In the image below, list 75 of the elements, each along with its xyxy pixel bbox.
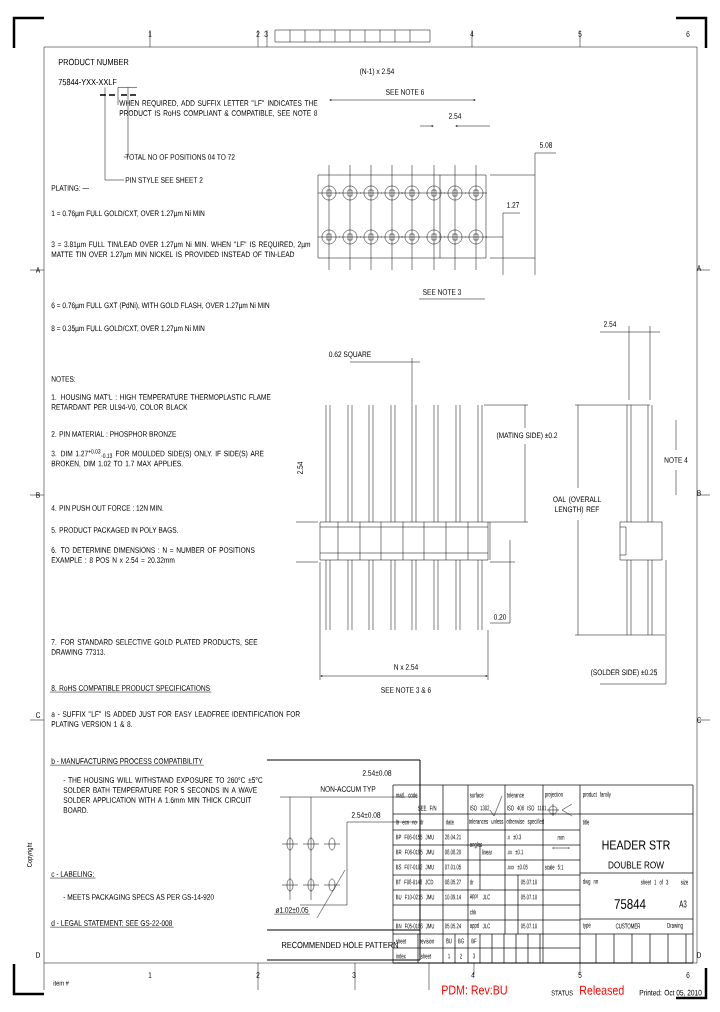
zone-marker: C bbox=[35, 712, 41, 718]
dimension-text: 2.54 bbox=[448, 113, 462, 119]
note-text: 4. PIN PUSH OUT FORCE : 12N MIN. bbox=[51, 505, 164, 511]
description-text: TOTAL NO OF POSITIONS 04 TO 72 bbox=[125, 154, 235, 160]
dimension-text: (N-1) x 2.54 bbox=[360, 68, 395, 76]
dimension-text: NON-ACCUM TYP bbox=[320, 786, 376, 792]
dimension-text: 5.08 bbox=[539, 142, 553, 148]
zone-marker: 4 bbox=[471, 972, 475, 978]
zone-marker: 6 bbox=[686, 31, 690, 37]
dimension-text: SEE NOTE 3 & 6 bbox=[381, 687, 431, 693]
zone-marker: 3 bbox=[352, 972, 356, 978]
title-block-text: A3 bbox=[679, 900, 687, 908]
part-number-text: 75844-YXX-XXLF bbox=[58, 78, 117, 86]
note-text: c - LABELING: bbox=[49, 871, 96, 879]
zone-marker: A bbox=[35, 267, 41, 273]
dimension-text: OAL (OVERALL LENGTH) REF bbox=[553, 496, 601, 514]
note-text: - MEETS PACKAGING SPECS AS PER GS-14-920 bbox=[63, 894, 214, 900]
zone-marker: 6 bbox=[686, 972, 690, 978]
zone-marker: 2 bbox=[256, 972, 260, 978]
zone-marker: 5 bbox=[578, 972, 582, 978]
dimension-text: SEE NOTE 6 bbox=[385, 89, 424, 95]
leader-line bbox=[117, 87, 138, 106]
status-text: PDM: Rev:BU bbox=[442, 985, 507, 995]
dimension-text: SEE NOTE 3 bbox=[422, 289, 461, 295]
note-text: a - SUFFIX "LF" IS ADDED JUST FOR EASY LEADFREE IDENTIFICATION FOR PLATING VERSION 1 & 8. bbox=[51, 711, 300, 727]
zone-marker: 4 bbox=[470, 31, 474, 37]
zone-marker: 5 bbox=[578, 31, 582, 37]
zone-marker: A bbox=[696, 265, 702, 271]
description-text: PIN STYLE SEE SHEET 2 bbox=[125, 177, 203, 183]
dimension-text: NOTE 4 bbox=[664, 457, 688, 463]
dimension-text: N x 2.54 bbox=[394, 664, 418, 670]
note-text: NOTES: bbox=[51, 376, 76, 382]
plating-text: 6 = 0.76µm FULL GXT (PdNi), WITH GOLD FLASH, OVER 1.27µm Ni MIN bbox=[51, 302, 270, 310]
title-text: HEADER STR bbox=[602, 840, 670, 850]
description-text: WHEN REQUIRED, ADD SUFFIX LETTER "LF" INDICATES THE PRODUCT IS RoHS COMPLIANT & COMPATIBLE, SEE NOTE 8 bbox=[119, 100, 318, 117]
zone-marker: 3 bbox=[264, 31, 268, 37]
plating-text: 3 = 3.81µm FULL TIN/LEAD OVER 1.27µm Ni MIN. WHEN "LF" IS REQUIRED, 2µm MATTE TIN OVER 1.27µm MIN NICKEL IS PROVIDED INSTEAD OF TIN-LEAD bbox=[51, 241, 311, 259]
plating-text: 8 = 0.35µm FULL GOLD/CXT, OVER 1.27µm Ni MIN bbox=[51, 325, 205, 333]
title-text: DOUBLE ROW bbox=[608, 861, 664, 869]
status-text: Released bbox=[580, 985, 624, 995]
dimension-text: 2.54 bbox=[297, 461, 303, 475]
note-text: - THE HOUSING WILL WITHSTAND EXPOSURE TO 260°C ±5°C SOLDER BATH TEMPERATURE FOR 5 SECONDS IN A WAVE SOLDER APPLICATION WITH A 1.6mm MIN THICK CIRCUIT BOARD. bbox=[63, 777, 263, 813]
plating-text: 1 = 0.76µm FULL GOLD/CXT, OVER 1.27µm Ni MIN bbox=[51, 210, 205, 218]
leader-line bbox=[104, 87, 125, 181]
heading-text: PRODUCT NUMBER bbox=[58, 58, 129, 66]
plating-text: PLATING: — bbox=[51, 185, 90, 191]
dimension-text: 1.27 bbox=[507, 202, 520, 208]
dimension-text: 2.54±0.08 bbox=[362, 770, 392, 776]
dimension-text: (MATING SIDE) ±0.2 bbox=[496, 432, 558, 440]
dimension-text: (SOLDER SIDE) ±0.25 bbox=[591, 669, 658, 677]
dimension-text: 2.54 bbox=[603, 321, 617, 327]
dimension-text: 0.20 bbox=[493, 614, 507, 620]
zone-marker: B bbox=[697, 490, 701, 496]
zone-marker: B bbox=[36, 492, 40, 498]
note-text: b - MANUFACTURING PROCESS COMPATIBILITY bbox=[49, 758, 205, 766]
zone-marker: D bbox=[36, 952, 41, 958]
note-text: 3. DIM 1.27$^{+0.03}$$_{-0.13}$ FOR MOULDED SIDE(S) ONLY. IF SIDE(S) ARE BROKEN, DIM 1.02 TO 1.7 MAX APPLIES. bbox=[51, 449, 264, 468]
note-text: 6. TO DETERMINE DIMENSIONS : N = NUMBER OF POSITIONS EXAMPLE : 8 POS N x 2.54 = 20.32mm bbox=[51, 547, 255, 563]
zone-marker: 1 bbox=[148, 31, 152, 37]
dimension-text: 0.62 SQUARE bbox=[329, 351, 371, 359]
zone-marker: D bbox=[697, 952, 702, 958]
note-text: 5. PRODUCT PACKAGED IN POLY BAGS. bbox=[51, 527, 178, 533]
status-text: Printed: Oct 05, 2010 bbox=[639, 989, 702, 997]
note-text: d - LEGAL STATEMENT: SEE GS-22-008 bbox=[49, 920, 174, 928]
dimension-text: ø1.02±0.05 bbox=[273, 907, 311, 915]
note-text: 8. RoHS COMPATIBLE PRODUCT SPECIFICATIONS bbox=[49, 685, 212, 693]
leader-line bbox=[123, 87, 129, 158]
drawing-number: 75844 bbox=[614, 899, 646, 909]
note-text: 1. HOUSING MAT'L : HIGH TEMPERATURE THERMOPLASTIC FLAME RETARDANT PER UL94-V0, COLOR BLACK bbox=[51, 394, 271, 411]
zone-marker: 1 bbox=[148, 972, 152, 978]
dimension-text: 2.54±0.08 bbox=[351, 812, 381, 818]
note-text: 2. PIN MATERIAL : PHOSPHOR BRONZE bbox=[51, 431, 177, 437]
zone-marker: C bbox=[696, 717, 702, 723]
zone-marker: 2 bbox=[256, 31, 260, 37]
note-text: 7. FOR STANDARD SELECTIVE GOLD PLATED PRODUCTS, SEE DRAWING 77313. bbox=[51, 639, 258, 655]
